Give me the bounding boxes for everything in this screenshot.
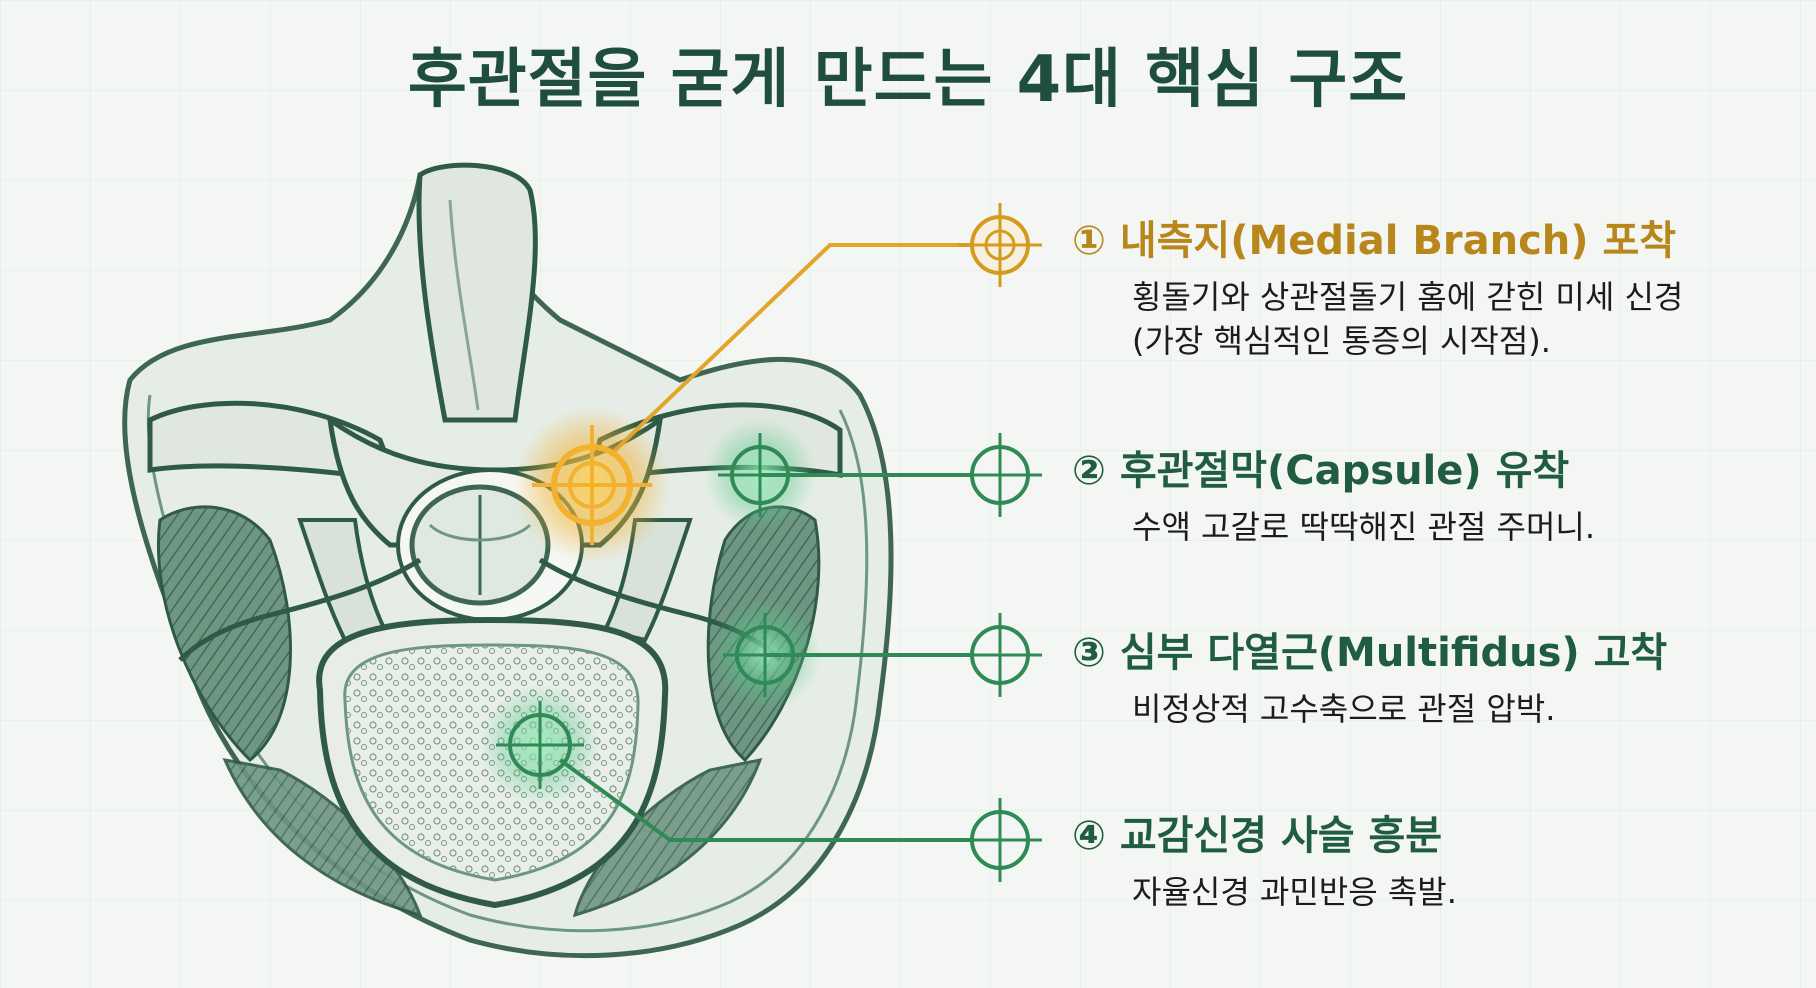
connector-line-4 <box>558 758 1000 842</box>
connector-line-1 <box>608 243 1000 457</box>
label-capsule: ② 후관절막(Capsule) 유착 수액 고갈로 딱딱해진 관절 주머니. <box>1072 445 1792 549</box>
label-heading-2: ② 후관절막(Capsule) 유착 <box>1072 448 1570 494</box>
label-medial-branch: ① 내측지(Medial Branch) 포착 횡돌기와 상관절돌기 홈에 갇힌… <box>1072 215 1792 363</box>
target-marker-anatomy-1 <box>532 425 652 545</box>
target-marker-1 <box>958 203 1042 287</box>
vertebra-illustration <box>122 162 894 959</box>
target-marker-anatomy-2 <box>718 433 802 517</box>
target-marker-2 <box>958 433 1042 517</box>
label-description-4: 자율신경 과민반응 촉발. <box>1132 873 1457 911</box>
target-marker-anatomy-4 <box>496 701 584 789</box>
label-heading-4: ④ 교감신경 사슬 흥분 <box>1072 813 1443 859</box>
target-marker-3 <box>958 613 1042 697</box>
label-sympathetic-chain: ④ 교감신경 사슬 흥분 자율신경 과민반응 촉발. <box>1072 810 1792 914</box>
label-description-1: 횡돌기와 상관절돌기 홈에 갇힌 미세 신경 (가장 핵심적인 통증의 시작점)… <box>1132 278 1684 360</box>
target-marker-4 <box>958 798 1042 882</box>
target-marker-anatomy-3 <box>723 613 807 697</box>
label-description-2: 수액 고갈로 딱딱해진 관절 주머니. <box>1132 508 1596 546</box>
label-multifidus: ③ 심부 다열근(Multifidus) 고착 비정상적 고수축으로 관절 압박… <box>1072 627 1792 731</box>
label-heading-3: ③ 심부 다열근(Multifidus) 고착 <box>1072 630 1668 676</box>
label-description-3: 비정상적 고수축으로 관절 압박. <box>1132 690 1556 728</box>
page-title: 후관절을 굳게 만드는 4대 핵심 구조 <box>407 43 1409 117</box>
label-heading-1: ① 내측지(Medial Branch) 포착 <box>1072 218 1677 264</box>
